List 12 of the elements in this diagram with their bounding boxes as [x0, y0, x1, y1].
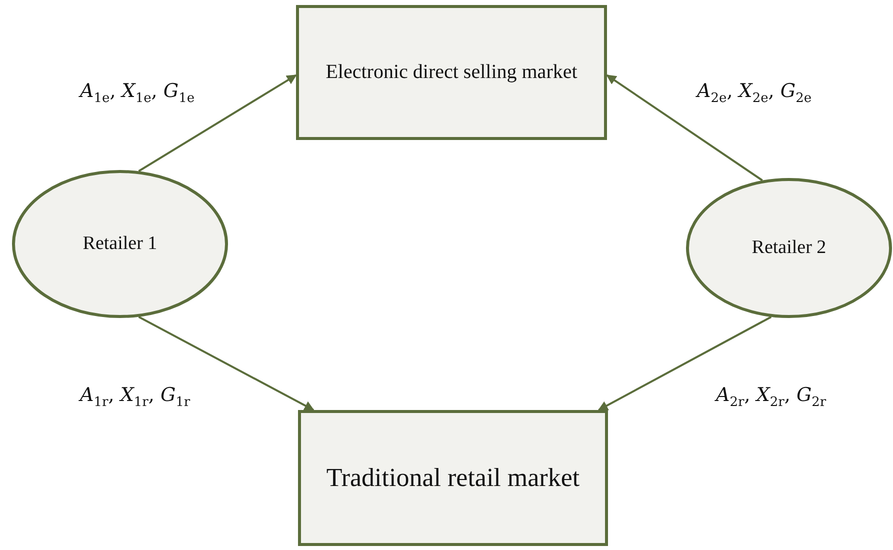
arrow	[606, 74, 763, 182]
node-text: Retailer 1	[82, 233, 158, 255]
node-text: Electronic direct selling market	[324, 61, 578, 84]
ellipse-node	[12, 170, 228, 318]
market-box	[296, 5, 607, 140]
node-text: Retailer 2	[750, 237, 828, 259]
arrow	[138, 74, 297, 172]
node-text: Traditional retail market	[325, 463, 581, 493]
arrow	[138, 316, 314, 411]
market-box	[298, 410, 608, 546]
ellipse-node	[686, 178, 892, 318]
arrow	[598, 316, 772, 411]
